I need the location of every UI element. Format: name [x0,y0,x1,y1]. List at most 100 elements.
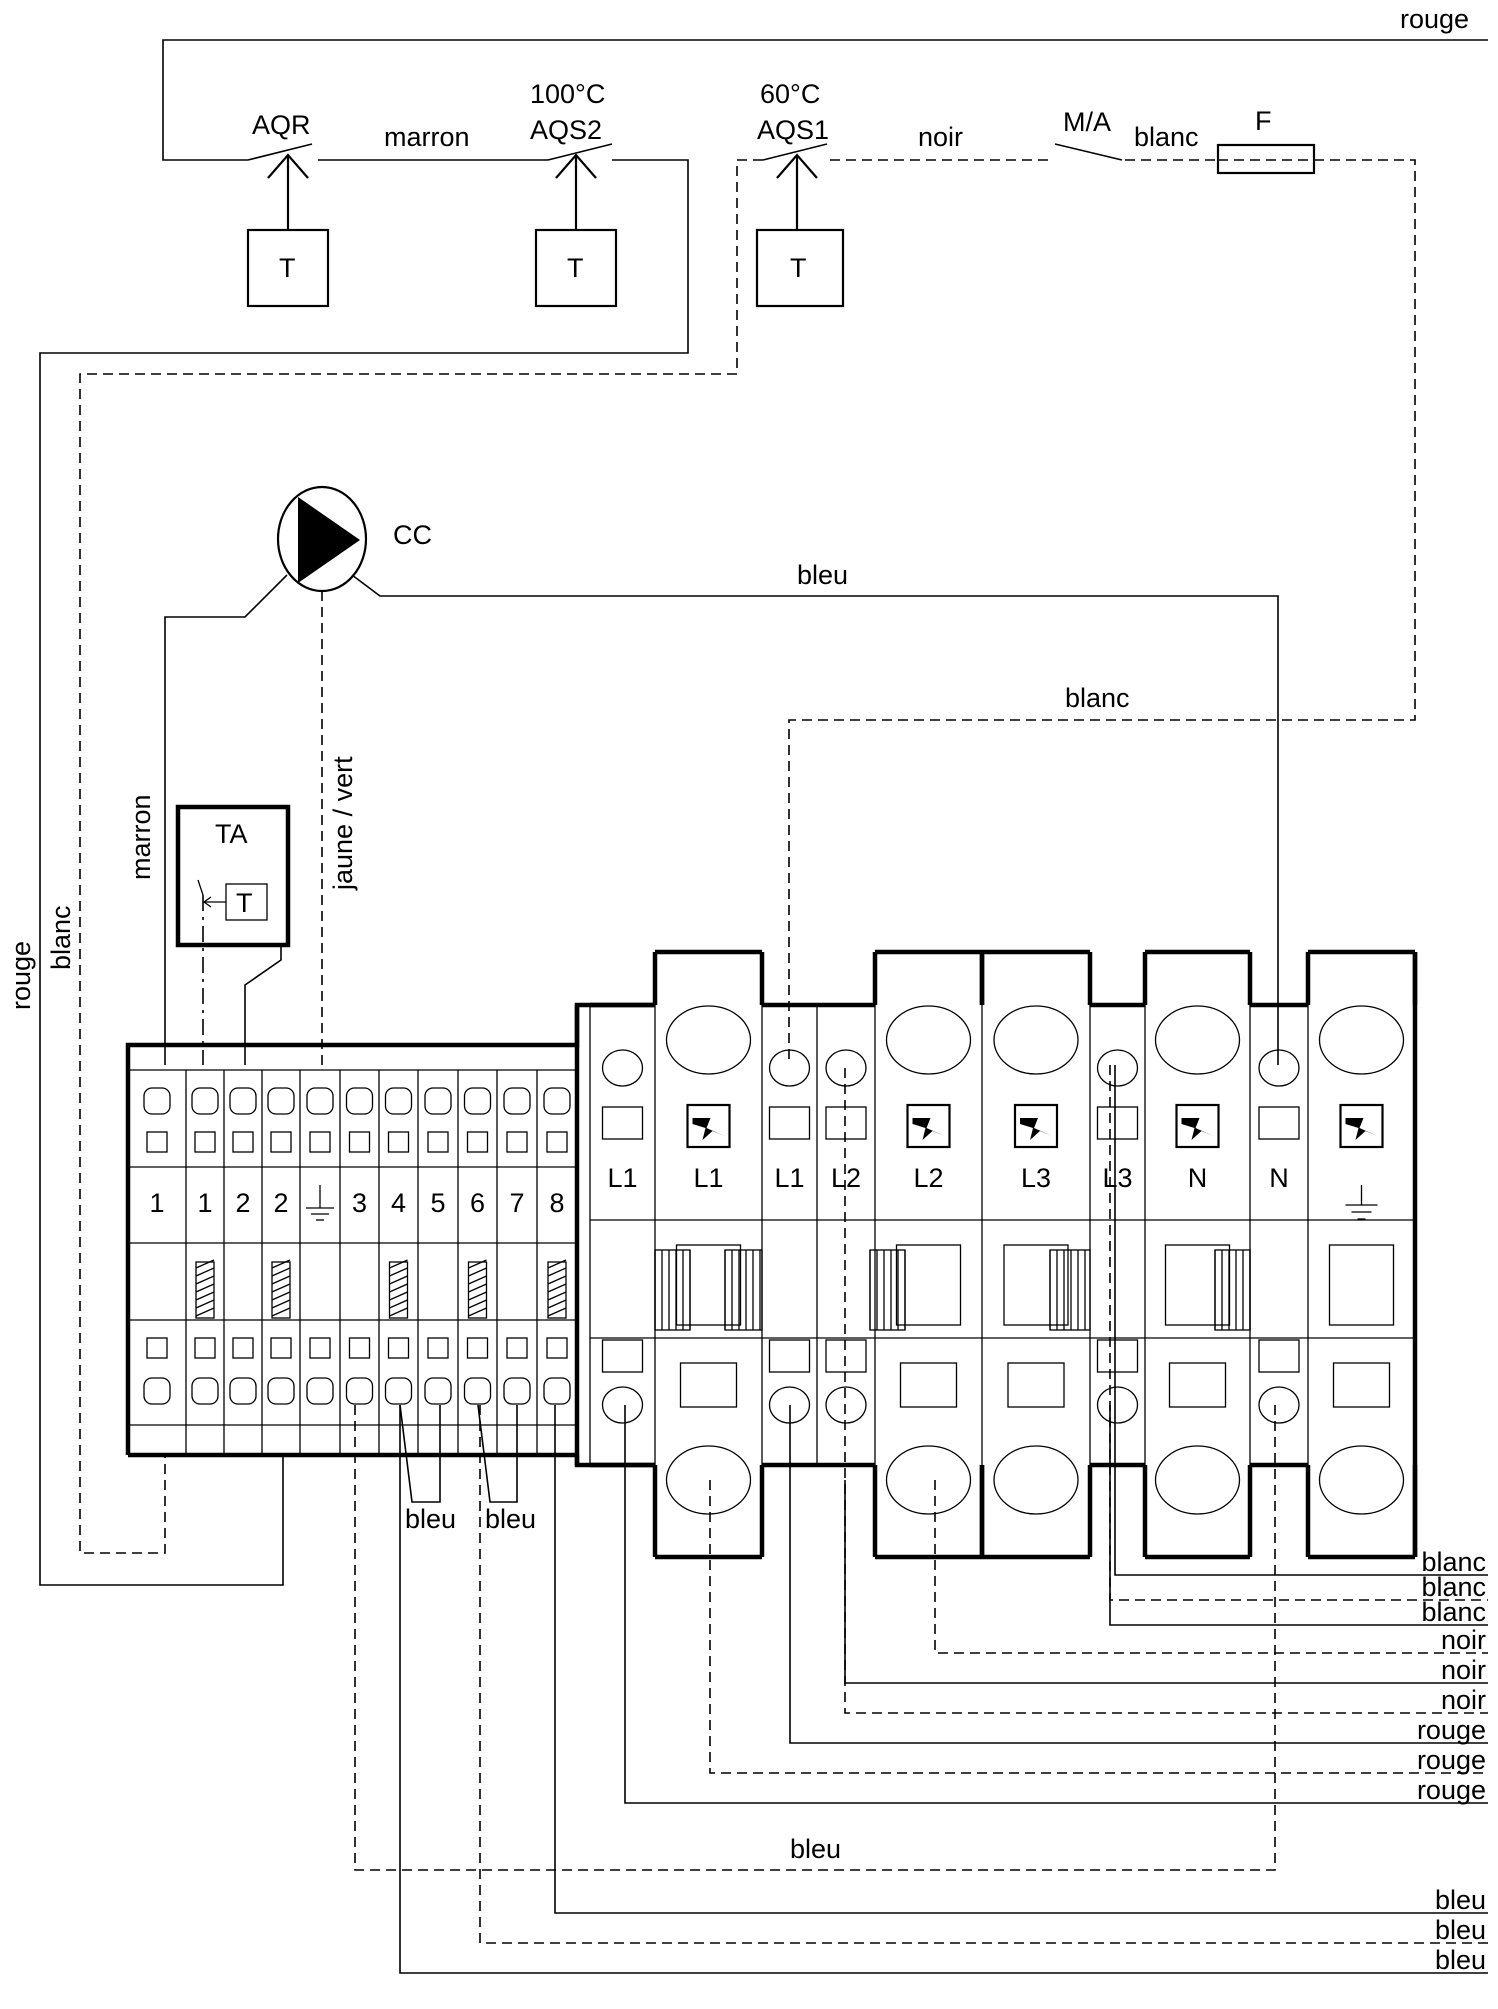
lightning-icon [1013,1103,1059,1149]
aqs1-contact [762,143,828,161]
label-blanc-left: blanc [46,905,76,970]
output-wire: noir [934,1480,1488,1655]
label-bleu-jumper-b: bleu [485,1504,536,1534]
strip-terminal: 8 [536,1070,571,1455]
breaker-label: L3 [1021,1163,1051,1193]
ma-switch [1054,143,1123,161]
label-bleu-jumper-a: bleu [405,1504,456,1534]
link-bar [195,1259,215,1319]
output-wire: blanc [1109,1405,1488,1627]
output-wire: rouge [624,1405,1488,1805]
output-wire-label: bleu [1435,1915,1486,1945]
label-rouge-left: rouge [6,941,36,1010]
lightning-icon [686,1103,731,1149]
strip-terminal [299,1070,334,1455]
link-bar [271,1259,291,1319]
output-wire-label: blanc [1421,1572,1486,1602]
lightning-icon [906,1103,951,1149]
aqr-label: AQR [252,110,311,140]
link-bar [467,1259,488,1319]
sensor-label: T [279,253,296,283]
output-wire: noir [844,1480,1488,1685]
strip-terminal-number: 2 [235,1188,250,1218]
breaker-label: L1 [693,1163,723,1193]
output-wire-label: noir [1441,1625,1486,1655]
aqs2-temp: 100°C [530,79,605,109]
wire-marron-pump [164,574,288,1065]
strip-terminal-number: 8 [549,1188,564,1218]
strip-terminal-number: 1 [197,1188,212,1218]
label-rouge-top: rouge [1400,4,1469,34]
fuse [1216,143,1316,175]
label-marron-top: marron [384,122,470,152]
output-wire-label: rouge [1417,1775,1486,1805]
output-wire: rouge [709,1480,1488,1775]
sensor-label: T [567,253,584,283]
terminal-module: L1 [761,1002,817,1468]
strip-terminal: 7 [496,1070,531,1455]
breaker-label: N [1188,1163,1208,1193]
sensor-aqr: T [246,153,330,308]
output-wire: blanc [1109,1065,1488,1602]
rail-clip [1049,1249,1091,1331]
label-marron-pump: marron [126,794,156,880]
lightning-icon [1339,1103,1384,1149]
breaker-label: L1 [774,1163,804,1193]
strip-terminal: 3 [339,1070,374,1455]
breaker-module: N [1142,949,1253,1560]
strip-terminal: 6 [457,1070,492,1455]
wire-rouge-top [162,39,1488,161]
aqs1-label: AQS1 [757,115,829,145]
aqs1-temp: 60°C [760,79,820,109]
lightning-icon [1175,1103,1220,1149]
ta-sensor-label: T [236,888,253,918]
strip-terminal-number: 5 [430,1188,445,1218]
output-wire-label: noir [1441,1685,1486,1715]
output-wire-label: rouge [1417,1745,1486,1775]
strip-terminal: 2 [261,1070,295,1455]
wire-aqs2-down [39,159,689,1586]
strip-terminal-number: 7 [509,1188,524,1218]
breaker-module: L3 [979,949,1093,1560]
sensor-aqs1: T [755,153,845,308]
aqs2-contact [547,143,613,161]
top-circuit: rouge AQR marron 100°C AQS2 60°C AQS1 no… [39,4,1488,1586]
breaker-module: L1 [652,949,765,1560]
wire-blanc-left [79,159,763,1554]
output-wire: blanc [1114,1065,1488,1577]
breaker-label: N [1269,1163,1289,1193]
aqr-contact [247,143,313,161]
label-earth: jaune / vert [328,756,358,891]
pump: CC marron bleu jaune / vert [126,485,1279,1065]
strip-terminal: 2 [223,1070,257,1455]
output-wire-label: noir [1441,1655,1486,1685]
strip-terminal-number: 1 [149,1188,164,1218]
strip-terminal: 4 [378,1070,413,1455]
rail-clip [1214,1249,1251,1331]
breaker-label: L2 [913,1163,943,1193]
ta-wire-b [244,945,282,1065]
label-noir: noir [918,122,963,152]
strip-terminal-number: 6 [470,1188,485,1218]
ta-label: TA [215,819,248,849]
strip-terminal-number: 2 [273,1188,288,1218]
output-wire-label: bleu [1435,1945,1486,1975]
jumper-a [399,1404,441,1503]
rail-clip [654,1249,691,1331]
room-thermostat: TA T [175,804,291,1065]
output-wire: bleu [479,1405,1488,1945]
output-wire-label: blanc [1421,1597,1486,1627]
output-wire-label: rouge [1417,1715,1486,1745]
strip-terminal: 1 [185,1070,219,1455]
pump-label: CC [393,520,432,550]
output-wire: bleu [554,1405,1488,1915]
wire-bleu-pump [351,574,1279,1065]
terminal-module: L2 [816,1002,875,1468]
output-wire: rouge [789,1405,1488,1745]
wire-bleu-bottom [354,1405,1276,1871]
